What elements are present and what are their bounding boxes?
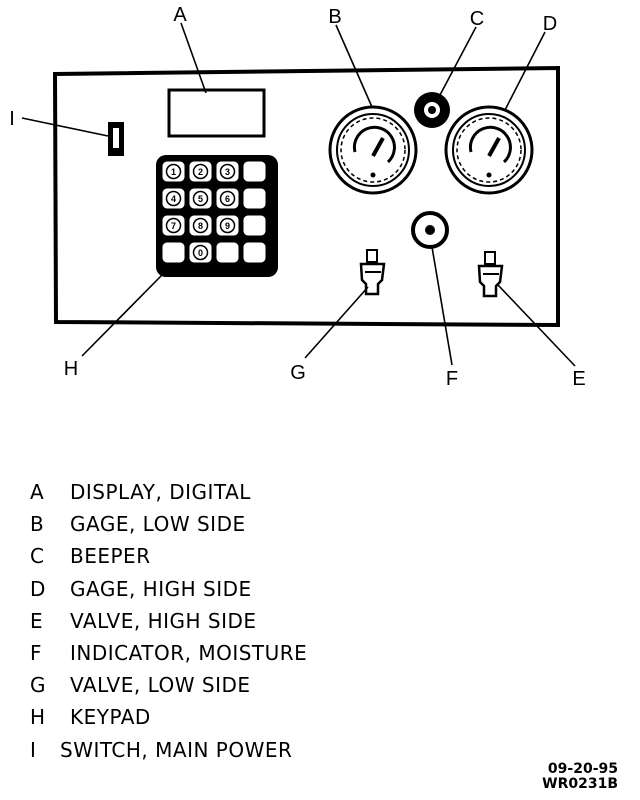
callout-d: D: [543, 13, 557, 35]
callout-a: A: [173, 4, 187, 26]
legend-text: GAGE, LOW SIDE: [70, 512, 246, 537]
callout-f: F: [446, 368, 458, 390]
leader-line-c: [439, 26, 477, 96]
legend-text: BEEPER: [70, 544, 151, 569]
keypad-key-label: 8: [198, 221, 203, 231]
keypad-key-label: 0: [198, 248, 203, 258]
keypad-key-label: 1: [171, 167, 176, 177]
legend-key: E: [30, 608, 44, 633]
legend-key: A: [30, 480, 45, 504]
legend-text: SWITCH, MAIN POWER: [60, 737, 293, 762]
leader-line-d: [504, 31, 546, 111]
low-side-gage: [328, 105, 418, 195]
keypad-key-label: 7: [171, 221, 176, 231]
leader-lines: [21, 22, 576, 367]
low-side-valve: [359, 249, 386, 296]
keypad-key: [243, 215, 266, 236]
keypad-key: 2: [189, 161, 212, 182]
leader-line-i: [21, 117, 109, 137]
legend-key: D: [30, 576, 46, 601]
keypad-key: [243, 161, 266, 182]
figure-stamp: 09-20-95 WR0231B: [542, 762, 618, 792]
digital-display: [167, 88, 266, 138]
keypad-key: [243, 188, 266, 209]
keypad-key: 4: [162, 188, 185, 209]
keypad-key: 0: [189, 242, 212, 263]
beeper: [414, 92, 450, 128]
legend-key: G: [30, 673, 46, 698]
keypad-key: 3: [216, 161, 239, 182]
keypad-key: [243, 242, 266, 263]
keypad-key-label: 2: [198, 167, 203, 177]
legend-text: DISPLAY, DIGITAL: [70, 480, 251, 504]
keypad-key-label: 5: [198, 194, 203, 204]
legend-text: INDICATOR, MOISTURE: [70, 640, 308, 665]
keypad-key-label: 3: [225, 167, 230, 177]
leader-line-e: [497, 284, 576, 367]
callout-g: G: [290, 362, 306, 384]
keypad-key: 9: [216, 215, 239, 236]
main-power-switch: [108, 122, 124, 156]
legend-text: KEYPAD: [70, 705, 151, 730]
keypad-key: 1: [162, 161, 185, 182]
front-panel: [52, 65, 560, 328]
callout-h: H: [64, 358, 78, 380]
legend-key: H: [30, 705, 46, 730]
high-side-gage: [444, 105, 534, 195]
keypad-key: 5: [189, 188, 212, 209]
legend-text: GAGE, HIGH SIDE: [70, 576, 252, 601]
keypad-key: [162, 242, 185, 263]
stamp-code: WR0231B: [542, 776, 618, 792]
legend-text: VALVE, LOW SIDE: [70, 673, 251, 698]
legend-key: I: [30, 737, 37, 762]
high-side-valve: [477, 251, 504, 298]
callout-e: E: [572, 368, 585, 390]
moisture-indicator: [411, 211, 449, 249]
leader-line-h: [81, 274, 163, 357]
legend-key: C: [30, 544, 45, 569]
keypad-key-label: 9: [225, 221, 230, 231]
keypad-key: [216, 242, 239, 263]
keypad-key: 7: [162, 215, 185, 236]
equipment-panel-diagram: 1 2 3 4 5 6 7 8 9 0: [9, 4, 585, 390]
leader-line-g: [304, 286, 369, 359]
callout-b: B: [328, 6, 341, 28]
leader-line-b: [335, 24, 373, 108]
leader-line-a: [180, 22, 207, 94]
legend-key: B: [30, 512, 45, 537]
leader-line-f: [431, 246, 453, 366]
keypad-key-label: 4: [171, 194, 176, 204]
keypad-key: 6: [216, 188, 239, 209]
callout-i: I: [9, 108, 15, 130]
callout-c: C: [470, 8, 484, 30]
keypad: 1 2 3 4 5 6 7 8 9 0: [156, 155, 278, 277]
stamp-date: 09-20-95: [547, 761, 618, 777]
keypad-key: 8: [189, 215, 212, 236]
legend-text: VALVE, HIGH SIDE: [70, 608, 257, 633]
legend-key: F: [30, 640, 43, 665]
keypad-key-label: 6: [225, 194, 230, 204]
callout-labels: A B C D E F G H I: [9, 4, 585, 390]
